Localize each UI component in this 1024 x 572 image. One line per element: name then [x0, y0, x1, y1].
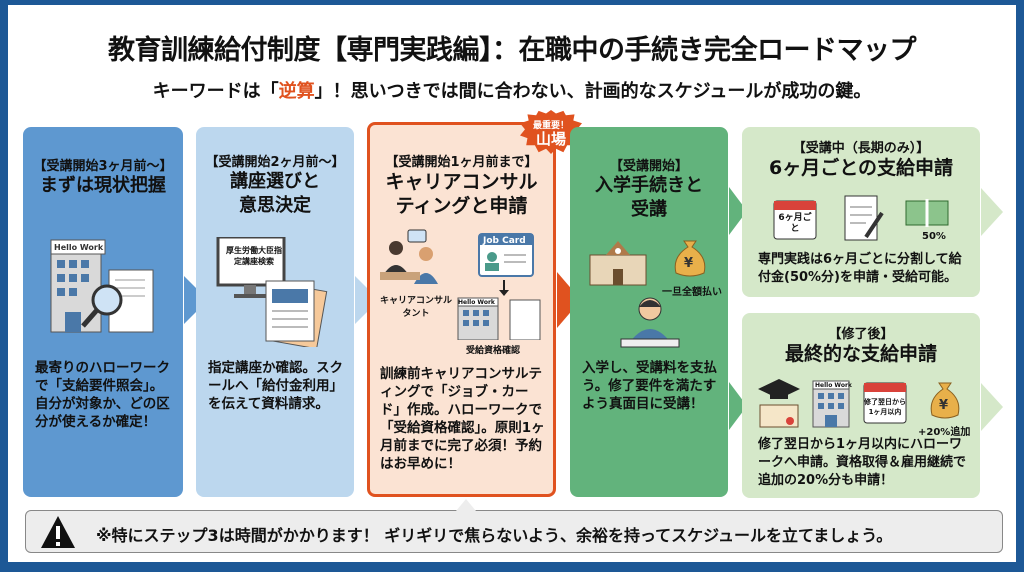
hello-work-building-icon [812, 380, 850, 428]
hello-work-document-icon [457, 280, 541, 340]
money-bag-yen-icon: ¥ [930, 382, 960, 419]
calendar-label: 修了翌日から1ヶ月以内 [864, 398, 906, 416]
step-body: 最寄りのハローワークで「支給要件照会」。自分が対象か、どの区分が使えるか確定！ [35, 360, 170, 430]
computer-course-search-icon [216, 237, 328, 347]
subtitle-suffix: 」！思いつきでは間に合わない、計画的なスケジュールが成功の鍵。 [314, 81, 872, 102]
step-timing: 【受講開始2ヶ月前〜】 [205, 155, 345, 170]
arrow-right-icon [981, 188, 1003, 236]
graduation-cap-certificate-icon [758, 379, 800, 428]
step-6-card: 【修了後】 最終的な支給申請 Hello Work 修了翌日から1ヶ月以内 ¥ … [742, 313, 980, 498]
consultation-people-icon [380, 229, 438, 284]
step-timing: 【修了後】 [828, 327, 894, 342]
hello-work-sign: Hello Work [458, 299, 495, 306]
hello-work-sign: Hello Work [54, 243, 104, 252]
step-body: 修了翌日から1ヶ月以内にハローワークへ申請。資格取得＆雇用継続で追加の20%分も… [758, 437, 967, 488]
step-3-card: 【受講開始1ヶ月前まで】 キャリアコンサルティングと申請 キャリアコンサルタント… [367, 122, 556, 497]
step-title: 6ヶ月ごとの支給申請 [768, 157, 954, 179]
subtitle: キーワードは「逆算」！思いつきでは間に合わない、計画的なスケジュールが成功の鍵。 [0, 77, 1024, 103]
bonus-label: +20%追加 [918, 427, 971, 438]
step-body: 訓練前キャリアコンサルティングで「ジョブ・カード」作成。ハローワークで「受給資格… [380, 366, 545, 472]
step-5-card: 【受講中（長期のみ）】 6ヶ月ごとの支給申請 6ヶ月ごと 50% 専門実践は6ヶ… [742, 127, 980, 297]
svg-text:¥: ¥ [684, 256, 693, 271]
step-4-card: 【受講開始】 入学手続きと受講 ¥ 一旦全額払い 入学し、受講料を支払う。修了要… [570, 127, 728, 497]
calendar-label: 6ヶ月ごと [778, 213, 812, 234]
hello-work-sign: Hello Work [815, 382, 852, 389]
calendar-icon [863, 382, 907, 424]
cash-split-icon [905, 199, 949, 227]
step-2-card: 【受講開始2ヶ月前〜】 講座選びと意思決定 厚生労働大臣指定講座検索 指定講座か… [196, 127, 354, 497]
badge-main-text: 山場 [535, 130, 566, 148]
step-title: キャリアコンサルティングと申請 [385, 171, 538, 217]
school-building-icon [589, 241, 647, 286]
step-title: まずは現状把握 [40, 175, 166, 196]
page-title: 教育訓練給付制度【専門実践編】：在職中の手続き完全ロードマップ [108, 35, 917, 66]
step-body: 入学し、受講料を支払う。修了要件を満たすよう真面目に受講！ [582, 360, 717, 412]
course-search-label: 厚生労働大臣指定講座検索 [226, 246, 282, 266]
qualification-check-label: 受給資格確認 [466, 346, 521, 356]
consultant-label: キャリアコンサルタント [379, 296, 452, 319]
student-studying-icon [620, 297, 680, 348]
step-timing: 【受講開始3ヶ月前〜】 [33, 159, 173, 174]
step-title: 講座選びと意思決定 [230, 171, 320, 216]
fifty-percent-label: 50% [922, 231, 946, 242]
subtitle-prefix: キーワードは「 [152, 81, 279, 102]
step-timing: 【受講中（長期のみ）】 [792, 141, 930, 156]
money-bag-yen-icon: ¥ [674, 240, 706, 277]
subtitle-keyword: 逆算 [278, 81, 315, 102]
svg-text:¥: ¥ [939, 398, 948, 413]
step-body: 指定講座か確認。スクールへ「給付金利用」を伝えて資料請求。 [208, 360, 343, 412]
warning-triangle-icon [41, 516, 75, 548]
warning-callout: ※特にステップ3は時間がかかります！ ギリギリで焦らないよう、余裕を持ってスケジ… [25, 499, 1003, 553]
arrow-right-icon [981, 383, 1003, 431]
step-1-card: 【受講開始3ヶ月前〜】 まずは現状把握 Hello Work 最寄りのハローワー… [23, 127, 183, 497]
step-title: 入学手続きと受講 [595, 175, 703, 220]
step-title: 最終的な支給申請 [784, 343, 937, 365]
step-timing: 【受講開始】 [609, 159, 688, 174]
job-card-label: Job Card [483, 236, 526, 246]
pay-full-label: 一旦全額払い [662, 287, 722, 298]
warning-text: ※特にステップ3は時間がかかります！ ギリギリで焦らないよう、余裕を持ってスケジ… [96, 526, 893, 545]
job-card-icon [478, 233, 534, 277]
calendar-icon [773, 200, 817, 240]
step-body: 専門実践は6ヶ月ごとに分割して給付金(50%分)を申請・受給可能。 [758, 252, 962, 285]
document-pen-icon [844, 195, 884, 241]
hello-work-building-magnifier-icon: Hello Work [50, 239, 154, 333]
badge-top-text: 最重要！ [532, 121, 569, 131]
step-timing: 【受講開始1ヶ月前まで】 [385, 155, 538, 170]
